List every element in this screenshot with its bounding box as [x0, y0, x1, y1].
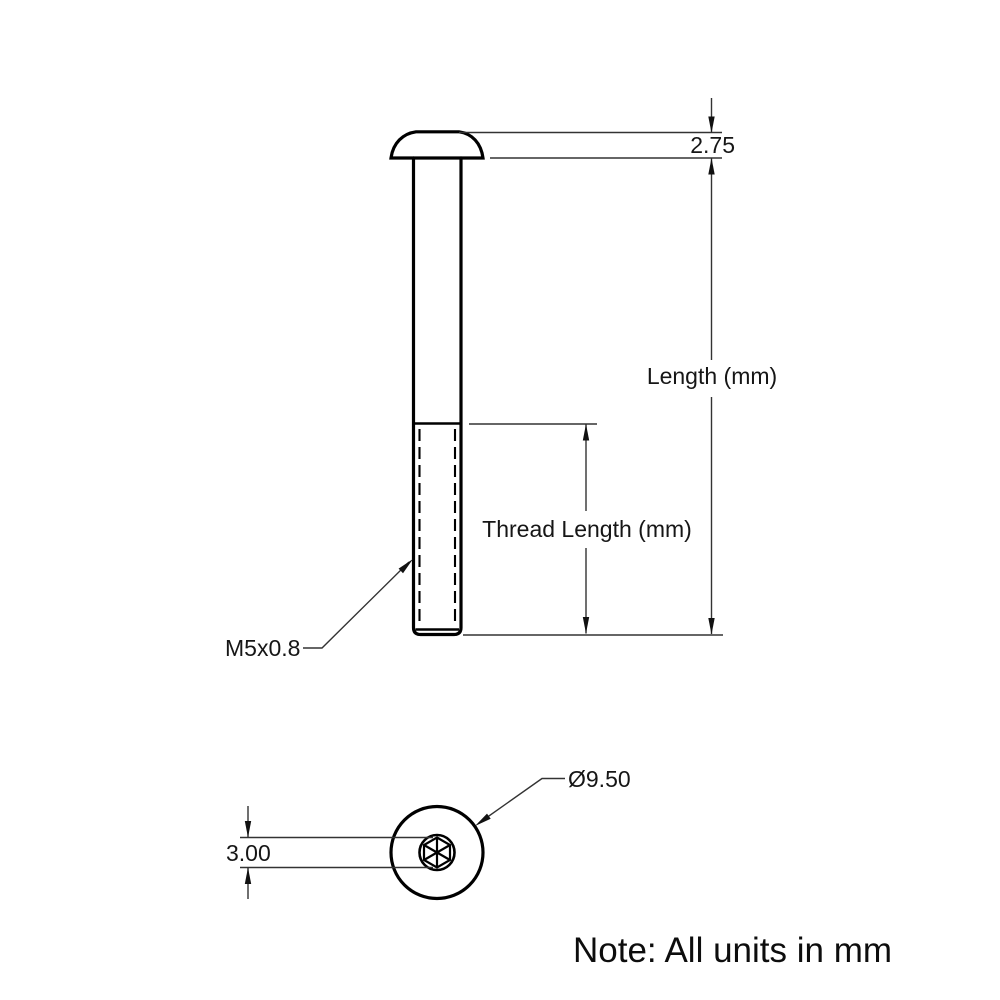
thread-spec-label: M5x0.8 — [225, 635, 300, 661]
leader-arrowhead-icon — [475, 813, 491, 826]
arrowhead-up-icon — [244, 867, 252, 884]
arrowhead-up-icon — [708, 158, 715, 175]
head-diameter-value: Ø9.50 — [568, 766, 631, 792]
screw-shank-outline — [411, 156, 463, 637]
dim-head-height: 2.75 — [459, 98, 735, 159]
units-note: Note: All units in mm — [573, 931, 892, 970]
thread-callout-leader-line — [303, 561, 410, 649]
arrowhead-down-icon — [708, 618, 715, 635]
dim-head-diameter: Ø9.50 — [475, 766, 631, 826]
diameter-leader-line — [478, 777, 565, 824]
dim-thread-length: Thread Length (mm) — [463, 423, 723, 636]
arrowhead-up-icon — [582, 424, 590, 441]
hex-socket-crossline — [423, 844, 451, 861]
head-height-value: 2.75 — [690, 132, 735, 158]
thread-length-dim-label: Thread Length (mm) — [482, 516, 692, 542]
socket-size-value: 3.00 — [226, 840, 271, 866]
arrowhead-down-icon — [582, 617, 590, 634]
bottom-view: Ø9.50 3.00 — [226, 766, 631, 901]
length-dim-label: Length (mm) — [647, 363, 777, 389]
front-view: 2.75 Length (mm) Thread Length (mm) M5x0… — [225, 98, 777, 661]
head-circle-outline — [389, 804, 485, 901]
dim-socket-size: 3.00 — [226, 806, 433, 899]
socket-chamfer-circle — [418, 833, 456, 872]
dim-length: Length (mm) — [647, 158, 777, 635]
leader-arrowhead-icon — [398, 559, 413, 574]
arrowhead-down-icon — [708, 116, 715, 133]
thread-callout: M5x0.8 — [225, 559, 413, 661]
arrowhead-down-icon — [244, 821, 252, 838]
